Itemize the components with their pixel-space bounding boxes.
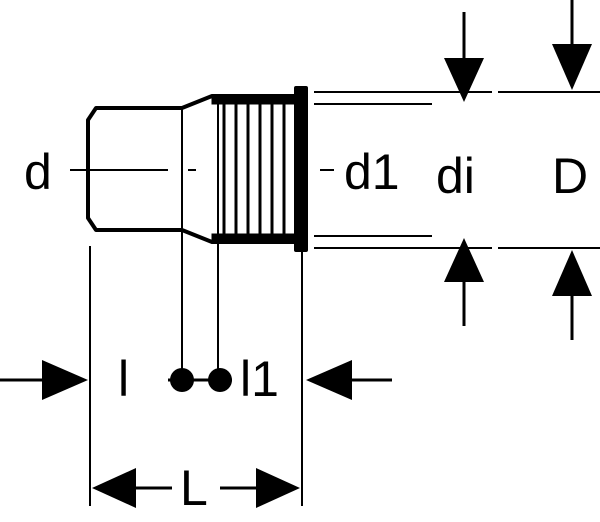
di-dimension xyxy=(444,12,484,326)
label-l: l xyxy=(118,351,129,407)
label-d1: d1 xyxy=(344,144,400,200)
l1-dimension xyxy=(306,360,392,400)
l-dimension xyxy=(0,360,232,400)
label-di: di xyxy=(436,148,475,204)
thread-bands xyxy=(211,94,299,244)
dimension-extension-lines xyxy=(89,246,303,506)
L-dimension xyxy=(92,468,300,508)
label-d: d xyxy=(24,144,52,200)
section-lines xyxy=(181,100,219,378)
thread-lines xyxy=(222,104,286,234)
label-l1: l1 xyxy=(240,351,279,407)
label-L: L xyxy=(180,460,208,516)
D-dimension xyxy=(552,0,592,340)
label-D: D xyxy=(552,148,588,204)
